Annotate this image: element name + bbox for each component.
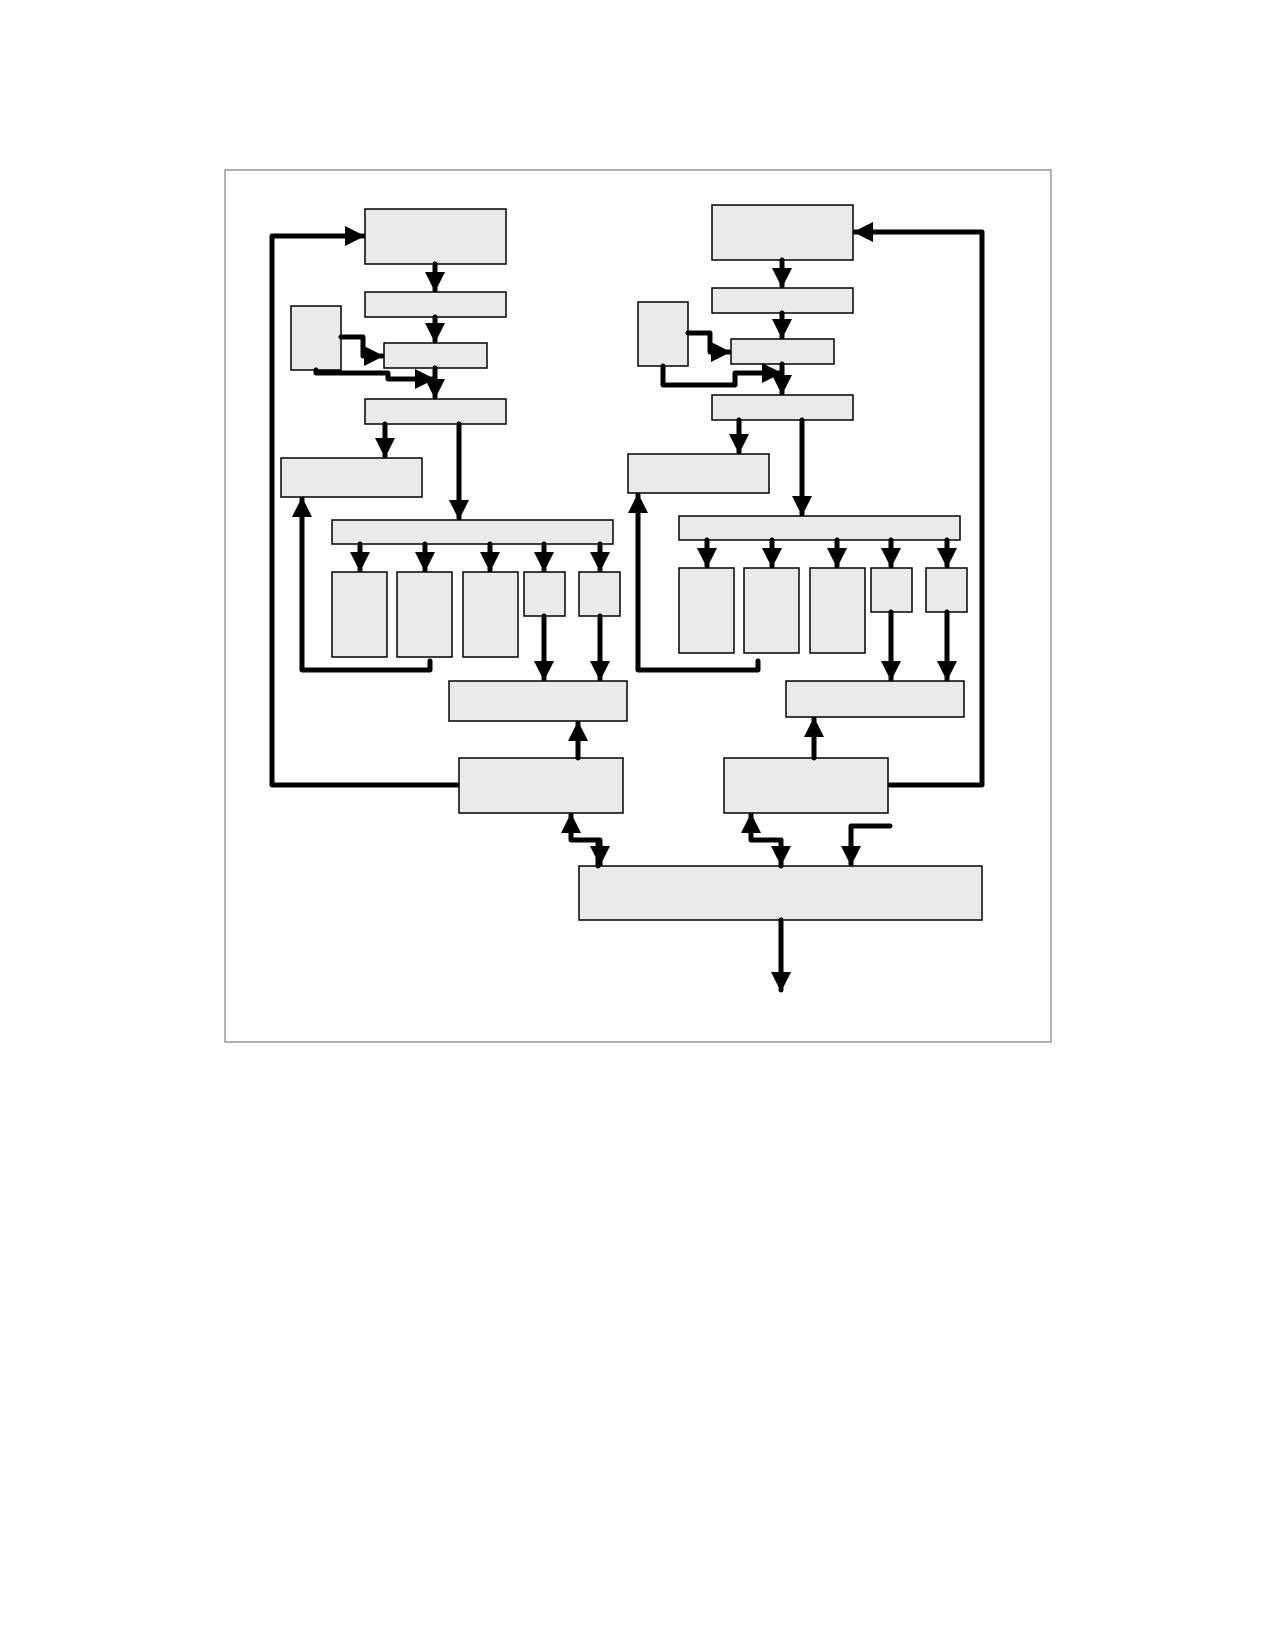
right-unit-4 [870, 567, 913, 613]
left-stage-block [364, 291, 507, 318]
right-stage-block [711, 287, 854, 314]
left-unit-1 [331, 571, 388, 658]
left-unit-2 [396, 571, 453, 658]
arrow-right-controller-to-output [767, 837, 791, 867]
arrow-right-side-to-merge-2 [660, 363, 783, 388]
arrow-left-side-to-merge-1 [338, 334, 385, 366]
right-unit-3 [809, 567, 866, 654]
left-unit-5 [578, 571, 621, 617]
left-controller-block [458, 757, 624, 814]
arrow-external-to-output [841, 823, 893, 867]
right-unit-5 [925, 567, 968, 613]
right-collector-block [785, 680, 965, 718]
arrow-left-controller-to-output [587, 837, 610, 867]
arrow-left-units-to-feedback [292, 496, 433, 673]
right-feedback-block [627, 453, 770, 494]
arrow-right-loop-to-top [852, 222, 985, 788]
arrow-right-units-to-feedback [628, 492, 761, 673]
left-bus-block [331, 519, 614, 545]
arrow-left-loop-to-top [269, 226, 460, 788]
left-collector-block [448, 680, 628, 722]
left-merge-block [383, 342, 488, 369]
arrow-right-side-to-merge-1 [685, 330, 732, 362]
right-bus-block [678, 515, 961, 541]
right-dispatch-block [711, 394, 854, 421]
left-unit-3 [462, 571, 519, 658]
left-feedback-block [280, 457, 423, 498]
arrow-left-side-to-merge-2 [313, 367, 436, 389]
right-side-input-block [637, 301, 689, 367]
left-dispatch-block [364, 398, 507, 425]
output-block [578, 865, 983, 921]
left-top-block [364, 208, 507, 265]
right-unit-1 [678, 567, 735, 654]
right-unit-2 [743, 567, 800, 654]
right-merge-block [730, 338, 835, 365]
left-unit-4 [523, 571, 566, 617]
left-side-input-block [290, 305, 342, 371]
right-top-block [711, 204, 854, 261]
right-controller-block [723, 757, 889, 814]
